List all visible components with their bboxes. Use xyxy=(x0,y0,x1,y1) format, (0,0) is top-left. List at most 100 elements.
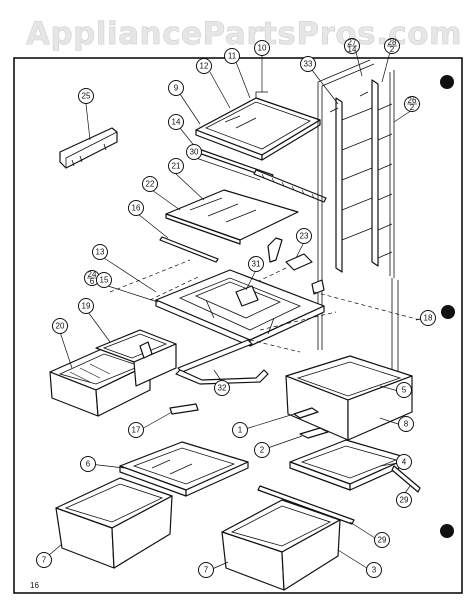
callout-text: 33 xyxy=(304,60,313,69)
callout-text: 26 xyxy=(408,96,417,105)
callout-2: 11 xyxy=(224,48,240,64)
part-29-rail-lower xyxy=(257,485,355,525)
callout-text: 8 xyxy=(404,420,409,429)
callout-text: 25 xyxy=(82,92,91,101)
part-cabinet-liner-ladder xyxy=(317,59,399,376)
part-25-bin xyxy=(59,127,118,169)
part-30-rail xyxy=(253,169,327,203)
callout-text: 2 xyxy=(410,103,415,112)
callout-text: 9 xyxy=(174,84,179,93)
callout-text: 6 xyxy=(90,277,95,286)
part-19-crisper-drawer xyxy=(95,329,177,387)
part-17-clip xyxy=(169,403,199,415)
callout-text: 14 xyxy=(348,45,357,54)
guide-line-a xyxy=(109,259,191,293)
callout-29: 6 xyxy=(80,456,96,472)
callout-18: 15 xyxy=(96,272,112,288)
callout-text: 3 xyxy=(372,566,377,575)
callout-text: 23 xyxy=(300,232,309,241)
callout-text: 10 xyxy=(258,44,267,53)
callout-text: 29 xyxy=(378,536,387,545)
part-upper-shelf xyxy=(195,91,321,161)
callout-text: 28 xyxy=(388,38,397,47)
callout-27: 2 xyxy=(254,442,270,458)
callout-text: 30 xyxy=(190,148,199,157)
callout-text: 21 xyxy=(172,162,181,171)
callout-14: 23 xyxy=(296,228,312,244)
callout-text: 13 xyxy=(96,248,105,257)
callout-9: 14 xyxy=(168,114,184,130)
part-23-bracket xyxy=(239,237,421,321)
callout-28: 4 xyxy=(396,454,412,470)
callout-25: 17 xyxy=(128,422,144,438)
callout-text: 7 xyxy=(42,556,47,565)
registration-dot-middle xyxy=(441,305,455,319)
callout-text: 18 xyxy=(424,314,433,323)
part-32-rod xyxy=(177,339,253,373)
callout-text: 20 xyxy=(56,322,65,331)
callout-19: 18 xyxy=(420,310,436,326)
callout-text: 11 xyxy=(228,52,237,61)
callout-text: 2 xyxy=(260,446,265,455)
callout-21: 20 xyxy=(52,318,68,334)
callout-6: 282 xyxy=(384,38,400,54)
callout-text: 1 xyxy=(238,426,243,435)
callout-4: 33 xyxy=(300,56,316,72)
watermark-text: AppliancePartsPros.com xyxy=(26,16,462,52)
callout-text: 31 xyxy=(252,260,261,269)
callout-22: 32 xyxy=(214,380,230,396)
callout-text: 29 xyxy=(400,496,409,505)
part-2-piece xyxy=(299,427,329,439)
callout-20: 19 xyxy=(78,298,94,314)
callout-30: 29 xyxy=(396,492,412,508)
callout-31: 29 xyxy=(374,532,390,548)
callout-text: 15 xyxy=(100,276,109,285)
callout-13: 16 xyxy=(128,200,144,216)
callout-12: 22 xyxy=(142,176,158,192)
callout-32: 7 xyxy=(36,552,52,568)
callout-8: 9 xyxy=(168,80,184,96)
callout-text: 22 xyxy=(146,180,155,189)
callout-text: 6 xyxy=(86,460,91,469)
callout-23: 5 xyxy=(396,382,412,398)
callout-17: 31 xyxy=(248,256,264,272)
callout-text: 5 xyxy=(402,386,407,395)
callout-11: 21 xyxy=(168,158,184,174)
callout-0: 25 xyxy=(78,88,94,104)
callout-33: 7 xyxy=(198,562,214,578)
page-number: 16 xyxy=(30,581,39,590)
part-5-deli-box xyxy=(285,355,413,441)
callout-text: 2 xyxy=(390,45,395,54)
part-16-rail xyxy=(159,236,219,263)
callout-10: 30 xyxy=(186,144,202,160)
callout-text: 12 xyxy=(200,62,209,71)
guide-line-c xyxy=(249,339,301,353)
part-3-pan-right xyxy=(221,499,341,591)
callout-34: 3 xyxy=(366,562,382,578)
callout-text: 4 xyxy=(402,458,407,467)
callout-1: 12 xyxy=(196,58,212,74)
callout-text: 27 xyxy=(348,38,357,47)
callout-text: 16 xyxy=(132,204,141,213)
callout-text: 19 xyxy=(82,302,91,311)
callout-text: 7 xyxy=(204,566,209,575)
part-6-shelf-frame xyxy=(119,441,249,497)
callout-text: 14 xyxy=(172,118,181,127)
registration-dot-top xyxy=(440,75,454,89)
part-7-pan-left xyxy=(55,477,173,569)
part-1-piece xyxy=(293,407,319,419)
callout-text: 17 xyxy=(132,426,141,435)
callout-26: 1 xyxy=(232,422,248,438)
callout-15: 13 xyxy=(92,244,108,260)
callout-text: 24 xyxy=(88,270,97,279)
callout-24: 8 xyxy=(398,416,414,432)
part-29-rail-upper xyxy=(391,465,421,493)
guide-line-d xyxy=(259,311,337,331)
guide-line-b xyxy=(149,275,201,301)
callout-3: 10 xyxy=(254,40,270,56)
part-4-shelf-frame xyxy=(289,439,409,491)
part-crisper-cover-frame xyxy=(155,269,325,347)
callout-labels: 2512111033271428226291430212216231324631… xyxy=(36,38,436,578)
